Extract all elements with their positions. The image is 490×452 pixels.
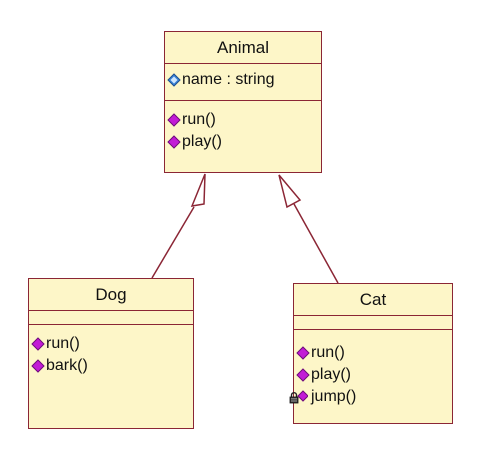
class-cat[interactable]: Cat run() play() [289, 283, 453, 424]
attribute-text: name : string [182, 71, 275, 88]
operation-row[interactable]: play() [165, 131, 321, 153]
class-dog[interactable]: Dog run() bark() [28, 278, 194, 429]
attribute-diamond-icon [167, 73, 181, 87]
class-animal[interactable]: Animal name : string run() p [164, 31, 322, 173]
operation-row[interactable]: run() [294, 342, 452, 364]
operation-diamond-icon [31, 359, 45, 373]
class-name: Animal [165, 32, 321, 64]
operation-text: play() [311, 366, 352, 383]
attribute-row[interactable]: name : string [165, 69, 321, 91]
operation-row[interactable]: jump() [289, 386, 452, 408]
operation-text: jump() [311, 388, 357, 405]
operation-text: bark() [46, 357, 88, 374]
operation-text: play() [182, 133, 223, 150]
operation-text: run() [311, 344, 345, 361]
attributes-section: name : string [165, 64, 321, 101]
operation-row[interactable]: run() [29, 333, 193, 355]
operation-text: run() [46, 335, 80, 352]
attributes-section [29, 311, 193, 325]
operation-row[interactable]: play() [294, 364, 452, 386]
private-operation-lock-icon [289, 390, 308, 404]
operation-diamond-icon [296, 368, 310, 382]
operation-diamond-icon [167, 113, 181, 127]
generalization-cat-to-animal [278, 174, 339, 284]
operation-text: run() [182, 111, 216, 128]
operation-diamond-icon [31, 337, 45, 351]
class-name: Cat [294, 284, 452, 316]
operation-diamond-icon [296, 346, 310, 360]
attributes-section [294, 316, 452, 330]
operation-row[interactable]: run() [165, 109, 321, 131]
generalization-arrowhead [190, 173, 206, 207]
generalization-arrowhead [278, 174, 302, 209]
generalization-dog-to-animal [151, 173, 206, 279]
class-name: Dog [29, 279, 193, 311]
operation-row[interactable]: bark() [29, 355, 193, 377]
operations-section: run() play() [165, 101, 321, 153]
operations-section: run() play() jump() [289, 330, 452, 408]
operations-section: run() bark() [29, 325, 193, 377]
operation-diamond-icon [167, 135, 181, 149]
